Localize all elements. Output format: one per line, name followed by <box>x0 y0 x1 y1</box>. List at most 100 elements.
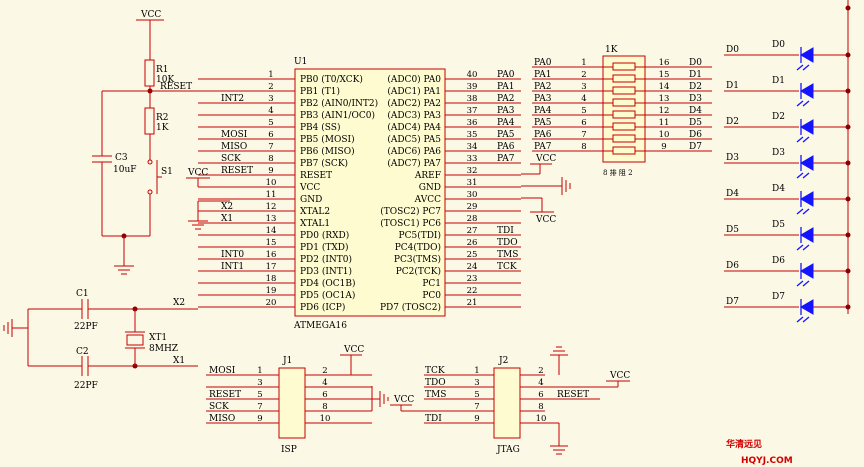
mcu-pin-net: TDO <box>497 238 518 248</box>
c2-value: 22PF <box>74 381 98 391</box>
isp-left-pin: 1 <box>257 366 262 376</box>
isp-net: RESET <box>209 390 241 400</box>
isp-right-pin: 10 <box>320 414 331 424</box>
led-net: D3 <box>726 153 739 163</box>
rn-left-net: PA2 <box>534 82 551 92</box>
c3-value: 10uF <box>113 165 137 175</box>
mcu-pin-number: 33 <box>467 154 478 164</box>
mcu-pin-number: 24 <box>467 262 478 272</box>
rn-right-net: D1 <box>689 70 702 80</box>
led-arrow <box>796 172 804 179</box>
mcu-pin-name: PC5(TDI) <box>399 230 441 241</box>
mcu-pin-net: SCK <box>221 154 241 164</box>
mcu-pin-number: 37 <box>467 106 478 116</box>
isp-left-pin: 9 <box>257 414 262 424</box>
mcu-pin-number: 39 <box>467 82 478 92</box>
led-net: D1 <box>726 81 739 91</box>
mcu-pin-name: XTAL1 <box>300 219 330 229</box>
isp-name: ISP <box>281 445 297 455</box>
rn-right-pin: 16 <box>659 58 670 68</box>
junction-dot <box>845 196 851 202</box>
mcu-pin-name: GND <box>300 195 322 205</box>
mcu-pin-net: PA1 <box>497 82 514 92</box>
mcu-pin-name: (ADC0) PA0 <box>387 74 441 85</box>
mcu-pin-number: 16 <box>266 250 277 260</box>
mcu-pin-number: 15 <box>266 238 277 248</box>
mcu-pin-name: XTAL2 <box>300 207 330 217</box>
mcu-pin-name: PD6 (ICP) <box>300 302 345 313</box>
rn-right-net: D7 <box>689 142 702 152</box>
led-net: D0 <box>726 45 739 55</box>
mcu-ref: U1 <box>294 57 307 67</box>
rn-left-net: PA3 <box>534 94 552 104</box>
r1-ref: R1 <box>156 65 169 75</box>
vcc-label-jtag-right: VCC <box>609 371 630 381</box>
vcc-label-reset: VCC <box>140 10 161 20</box>
rn-left-pin: 2 <box>581 70 586 80</box>
mcu-pin-net: PA6 <box>497 142 515 152</box>
xt1-value: 8MHZ <box>149 344 178 354</box>
rn-body <box>602 55 646 163</box>
led-diode-icon <box>800 263 814 279</box>
mcu-pin-name: PC3(TMS) <box>394 254 441 265</box>
mcu-pin-number: 13 <box>266 214 277 224</box>
isp-body <box>278 367 306 439</box>
mcu-pin-name: PC0 <box>422 291 441 301</box>
rn-right-net: D6 <box>689 130 702 140</box>
led-arrow <box>802 280 810 287</box>
mcu-pin-name: PD0 (RXD) <box>300 230 349 241</box>
junction-dot <box>845 124 851 130</box>
isp-net: MISO <box>209 414 235 424</box>
mcu-pin-name: PB2 (AIN0/INT2) <box>300 98 378 109</box>
mcu-pin-name: (ADC6) PA6 <box>387 146 441 157</box>
jtag-left-pin: 1 <box>474 366 479 376</box>
led-diode-icon <box>800 47 814 63</box>
led-arrow <box>802 208 810 215</box>
mcu-pin-name: PD4 (OC1B) <box>300 278 356 289</box>
jtag-name: JTAG <box>496 445 520 455</box>
crystal-circuit: C1 22PF X2 C2 22PF X1 XT1 8MHZ <box>3 289 198 391</box>
r2-ref: R2 <box>156 113 169 123</box>
vcc-label-isp: VCC <box>343 345 364 355</box>
mcu-pin-number: 29 <box>467 202 478 212</box>
mcu-body <box>294 68 446 317</box>
mcu-pin-net: PA5 <box>497 130 515 140</box>
mcu-part: ATMEGA16 <box>293 321 347 331</box>
vcc-label-jtag-left: VCC <box>393 395 414 405</box>
led-diode-icon <box>800 299 814 315</box>
mcu-pin-name: PD7 (TOSC2) <box>380 302 441 313</box>
mcu-pin-number: 28 <box>467 214 478 224</box>
mcu-pin-name: AREF <box>414 171 441 181</box>
x1-net-label: X1 <box>173 356 185 366</box>
mcu-pin-number: 10 <box>266 178 277 188</box>
isp-net: SCK <box>209 402 229 412</box>
led-ref: D6 <box>772 256 785 266</box>
s1-ref: S1 <box>161 167 173 177</box>
led-arrow <box>796 244 804 251</box>
mcu-pin-number: 2 <box>268 82 273 92</box>
junction-dot <box>845 52 851 58</box>
jtag-left-pin: 5 <box>474 390 479 400</box>
vcc-label-mcu: VCC <box>187 168 208 178</box>
mcu-pin-net: X1 <box>221 214 233 224</box>
mcu-pin-name: PD2 (INT0) <box>300 254 352 265</box>
mcu-pin-name: PD5 (OC1A) <box>300 290 355 301</box>
led-diode-icon <box>800 227 814 243</box>
led-arrow <box>796 136 804 143</box>
jtag-body <box>493 367 521 439</box>
watermark-logo: 华清远见 HQYJ.COM <box>726 438 793 466</box>
led-diode-icon <box>800 155 814 171</box>
isp-right-pin: 4 <box>322 378 327 388</box>
mcu-pin-name: (TOSC1) PC6 <box>380 218 441 229</box>
mcu-pin-net: PA7 <box>497 154 515 164</box>
jtag-net: TCK <box>425 366 445 376</box>
led-arrow <box>802 64 810 71</box>
mcu-pin-number: 21 <box>467 298 478 308</box>
mcu-pin-name: RESET <box>300 171 332 181</box>
mcu-pin-net: TDI <box>497 226 514 236</box>
crystal-xt1 <box>126 334 144 346</box>
